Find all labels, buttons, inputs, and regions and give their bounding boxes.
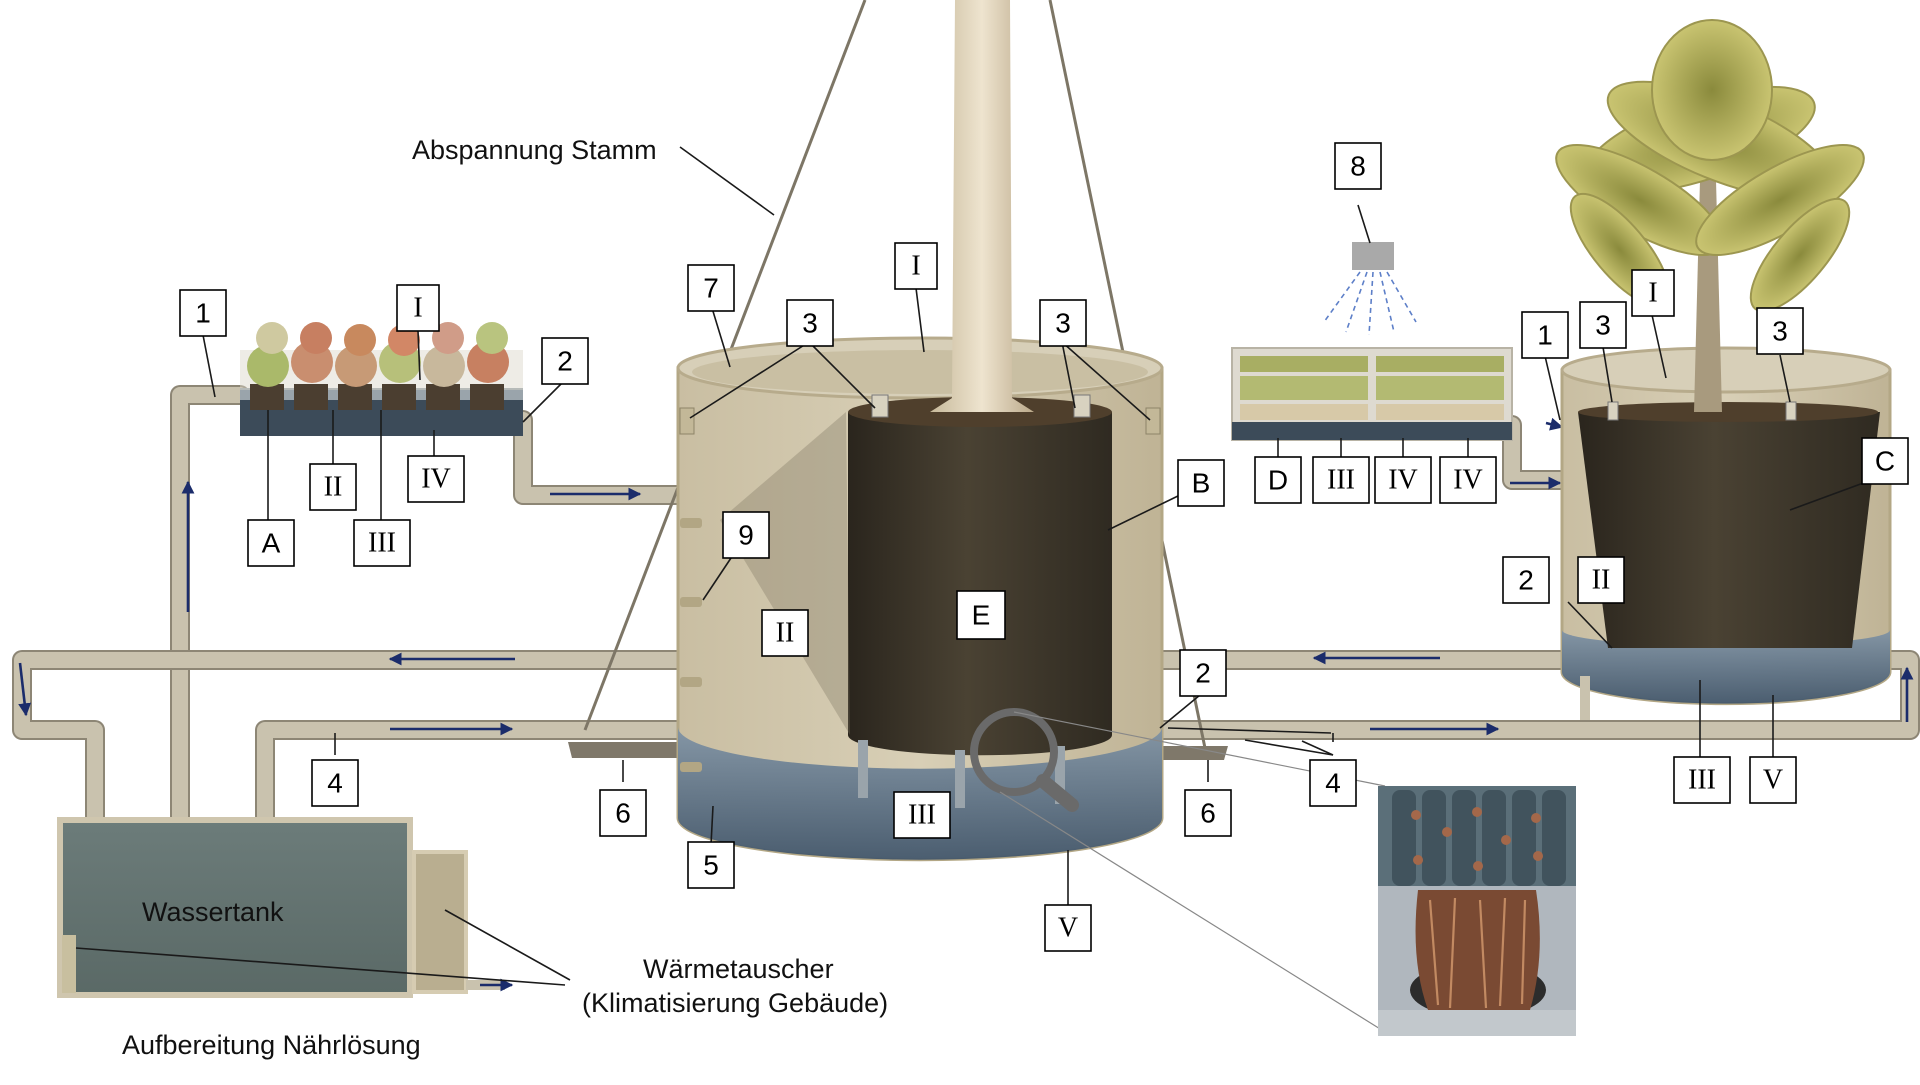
callout-2: 2: [541, 337, 589, 385]
callout-3: 3: [1756, 307, 1804, 355]
callout-I: I: [894, 242, 938, 290]
callout-II: II: [761, 609, 809, 657]
callout-V: V: [1749, 756, 1797, 804]
right-plant-container: [1560, 346, 1892, 720]
svg-text:IV: IV: [421, 464, 451, 495]
callout-7: 7: [687, 264, 735, 312]
svg-text:3: 3: [802, 308, 818, 339]
svg-text:III: III: [1327, 465, 1355, 496]
svg-text:3: 3: [1595, 310, 1611, 341]
svg-text:V: V: [1763, 765, 1783, 796]
svg-text:4: 4: [327, 768, 343, 799]
callout-4: 4: [1309, 759, 1357, 807]
svg-text:2: 2: [1518, 565, 1534, 596]
callout-II: II: [309, 463, 357, 511]
abspannung-stamm-label: Abspannung Stamm: [412, 135, 657, 165]
callout-E: E: [956, 590, 1006, 640]
aufbereitung-label: Aufbereitung Nährlösung: [122, 1030, 421, 1060]
svg-text:8: 8: [1350, 151, 1366, 182]
palm-trunk: [930, 0, 1034, 412]
callout-3: 3: [1039, 299, 1087, 347]
callout-C: C: [1861, 437, 1909, 485]
callout-6: 6: [1184, 789, 1232, 837]
svg-text:III: III: [908, 800, 936, 831]
callout-I: I: [1631, 269, 1675, 317]
svg-text:III: III: [1688, 765, 1716, 796]
svg-text:2: 2: [557, 346, 573, 377]
svg-text:3: 3: [1055, 308, 1071, 339]
callout-I: I: [396, 284, 440, 332]
callout-2: 2: [1179, 649, 1227, 697]
callout-B: B: [1177, 459, 1225, 507]
callout-III: III: [353, 519, 411, 567]
callout-5: 5: [687, 841, 735, 889]
sprinkler-icon: [1323, 242, 1417, 336]
label-boxes: 1 I 2 II IV A III 7 3 I 3 B 9 II E 2 6 5…: [179, 142, 1909, 952]
callout-3: 3: [786, 299, 834, 347]
callout-III: III: [1312, 456, 1370, 504]
callout-IV: IV: [1374, 456, 1432, 504]
svg-text:7: 7: [703, 273, 719, 304]
svg-text:6: 6: [1200, 798, 1216, 829]
svg-text:II: II: [324, 472, 343, 503]
flow-arrow-down: [18, 662, 32, 717]
pipe-network: [12, 385, 1920, 830]
svg-text:1: 1: [195, 298, 211, 329]
svg-text:A: A: [262, 528, 281, 559]
svg-text:I: I: [413, 293, 422, 324]
svg-text:6: 6: [615, 798, 631, 829]
svg-text:II: II: [1592, 565, 1611, 596]
flower-tray-a: [240, 322, 523, 436]
svg-text:IV: IV: [1388, 465, 1418, 496]
svg-text:1: 1: [1537, 320, 1553, 351]
callout-IV: IV: [1439, 456, 1497, 504]
waermetauscher-label-1: Wärmetauscher: [643, 954, 834, 984]
svg-text:5: 5: [703, 850, 719, 881]
leader-lines: [75, 146, 1886, 986]
water-tank: Wassertank: [57, 817, 514, 998]
svg-text:I: I: [911, 251, 920, 282]
callout-A: A: [247, 519, 295, 567]
svg-text:II: II: [776, 618, 795, 649]
callout-6: 6: [599, 789, 647, 837]
callout-III: III: [893, 791, 951, 839]
svg-text:4: 4: [1325, 768, 1341, 799]
svg-text:IV: IV: [1453, 465, 1483, 496]
root-detail-photo: [1378, 786, 1576, 1036]
callout-IV: IV: [407, 455, 465, 503]
callout-4: 4: [311, 759, 359, 807]
svg-text:D: D: [1268, 465, 1288, 496]
callout-1: 1: [179, 289, 227, 337]
svg-text:I: I: [1648, 278, 1657, 309]
svg-text:III: III: [368, 528, 396, 559]
svg-text:V: V: [1058, 913, 1078, 944]
svg-text:3: 3: [1772, 316, 1788, 347]
svg-text:E: E: [972, 600, 991, 631]
seedling-tray-d: [1231, 347, 1513, 441]
callout-8: 8: [1334, 142, 1382, 190]
flow-arrows: [18, 417, 1914, 736]
wassertank-label: Wassertank: [142, 897, 284, 927]
callout-III: III: [1673, 756, 1731, 804]
central-plant-container: [676, 336, 1164, 862]
callout-3: 3: [1579, 301, 1627, 349]
waermetauscher-label-2: (Klimatisierung Gebäude): [582, 988, 888, 1018]
callout-II: II: [1577, 556, 1625, 604]
callout-D: D: [1254, 456, 1302, 504]
flow-arrow-right: [1545, 417, 1564, 431]
magnifier-icon: [970, 708, 1386, 1033]
svg-text:B: B: [1192, 468, 1211, 499]
svg-text:C: C: [1875, 446, 1895, 477]
callout-1: 1: [1521, 311, 1569, 359]
callout-9: 9: [722, 511, 770, 559]
svg-text:2: 2: [1195, 658, 1211, 689]
callout-V: V: [1044, 904, 1092, 952]
svg-text:9: 9: [738, 520, 754, 551]
callout-2: 2: [1502, 556, 1550, 604]
